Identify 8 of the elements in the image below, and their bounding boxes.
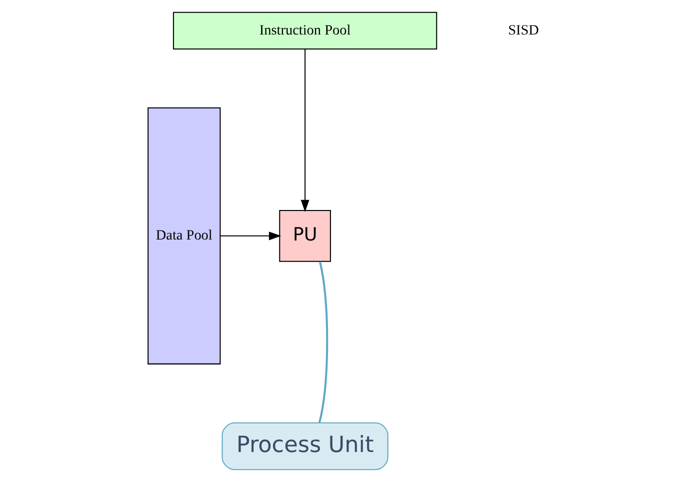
connector — [318, 261, 328, 423]
label: SISD — [508, 22, 539, 38]
node-box: PU — [279, 210, 331, 262]
node-box: Process Unit — [222, 422, 388, 470]
arrow — [300, 49, 310, 212]
arrow — [220, 232, 282, 240]
node-box: Data Pool — [148, 107, 221, 364]
node-box: Instruction Pool — [172, 12, 438, 50]
